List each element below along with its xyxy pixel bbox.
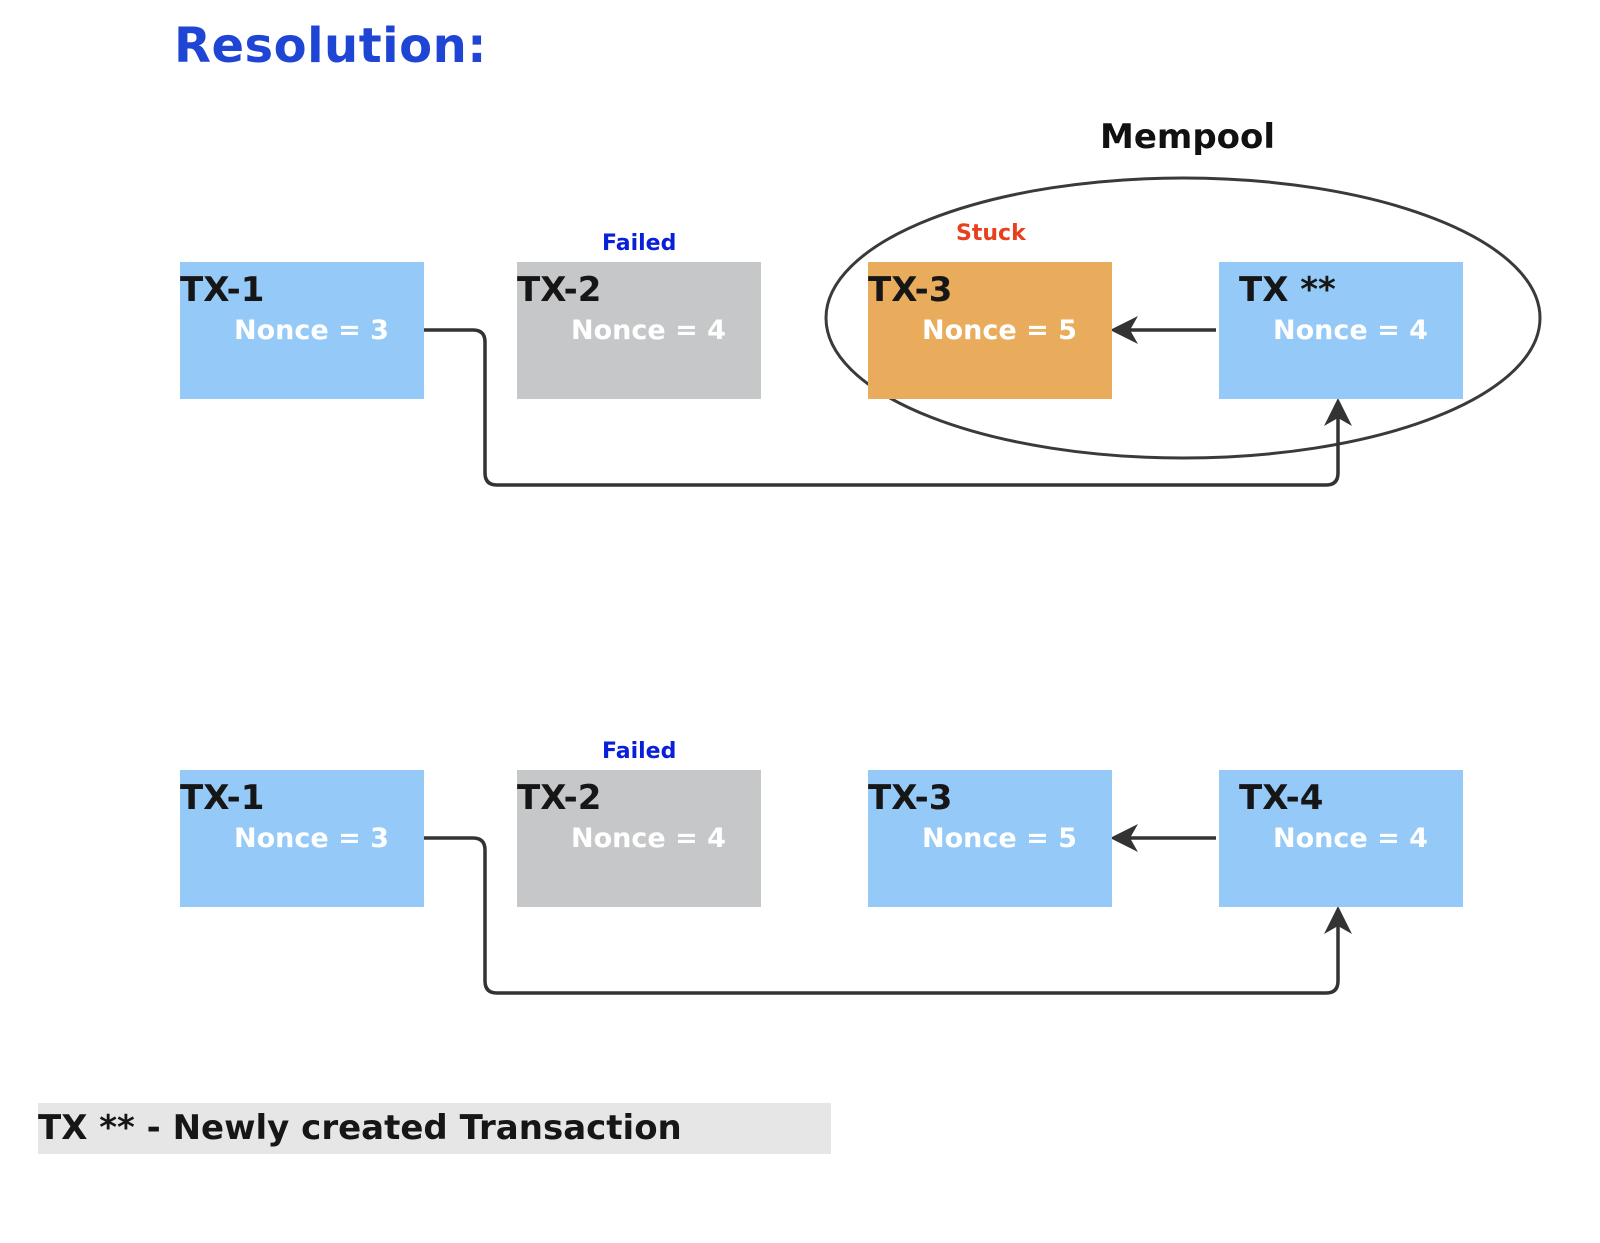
failed-label-bottom: Failed: [602, 739, 677, 764]
txnew-node-top: TX ** Nonce = 4: [1219, 262, 1463, 399]
node-title: TX **: [1239, 270, 1336, 310]
tx2-node-top: TX-2 Nonce = 4: [517, 262, 761, 399]
node-nonce: Nonce = 4: [1273, 315, 1428, 346]
tx1-node-top: TX-1 Nonce = 3: [180, 262, 424, 399]
node-title: TX-3: [868, 270, 953, 310]
mempool-label: Mempool: [1100, 117, 1276, 157]
tx3-node-bottom: TX-3 Nonce = 5: [868, 770, 1112, 907]
node-title: TX-3: [868, 778, 953, 818]
node-title: TX-2: [517, 270, 602, 310]
tx4-node-bottom: TX-4 Nonce = 4: [1219, 770, 1463, 907]
tx1-node-bottom: TX-1 Nonce = 3: [180, 770, 424, 907]
node-nonce: Nonce = 5: [922, 315, 1077, 346]
node-title: TX-1: [180, 270, 265, 310]
mempool-ellipse: [824, 176, 1542, 460]
tx3-node-top: TX-3 Nonce = 5: [868, 262, 1112, 399]
node-nonce: Nonce = 4: [571, 315, 726, 346]
legend-box: TX ** - Newly created Transaction: [38, 1103, 831, 1154]
tx2-node-bottom: TX-2 Nonce = 4: [517, 770, 761, 907]
legend-text: TX ** - Newly created Transaction: [38, 1108, 682, 1148]
node-nonce: Nonce = 3: [234, 315, 389, 346]
node-nonce: Nonce = 4: [1273, 823, 1428, 854]
connector-tx1-to-txnew-top: [424, 328, 1352, 487]
page-title: Resolution:: [174, 18, 487, 74]
failed-label-top: Failed: [602, 231, 677, 256]
node-title: TX-4: [1239, 778, 1324, 818]
stuck-label: Stuck: [956, 221, 1026, 246]
node-nonce: Nonce = 3: [234, 823, 389, 854]
connector-tx1-to-tx4-bottom: [424, 836, 1352, 995]
node-title: TX-2: [517, 778, 602, 818]
node-nonce: Nonce = 4: [571, 823, 726, 854]
node-title: TX-1: [180, 778, 265, 818]
node-nonce: Nonce = 5: [922, 823, 1077, 854]
